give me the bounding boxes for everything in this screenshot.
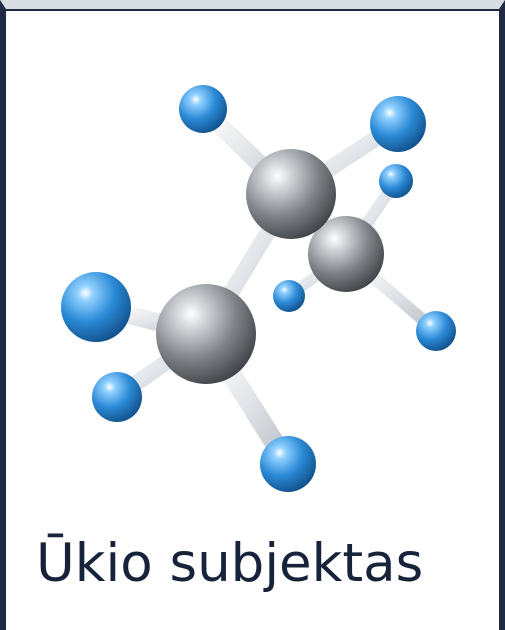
hydrogen-atom [260,436,316,492]
hydrogen-atom [370,96,426,152]
hydrogen-atom [273,280,305,312]
caption-title: Ūkio subjektas [36,533,424,594]
carbon-atom [156,284,256,384]
molecule-icon [61,85,456,492]
carbon-atom [308,216,384,292]
hydrogen-atom [92,372,142,422]
hydrogen-atom [179,85,227,133]
hydrogen-atom [416,311,456,351]
hydrogen-atom [379,164,413,198]
hydrogen-atom [61,272,131,342]
carbon-atom [246,149,336,239]
